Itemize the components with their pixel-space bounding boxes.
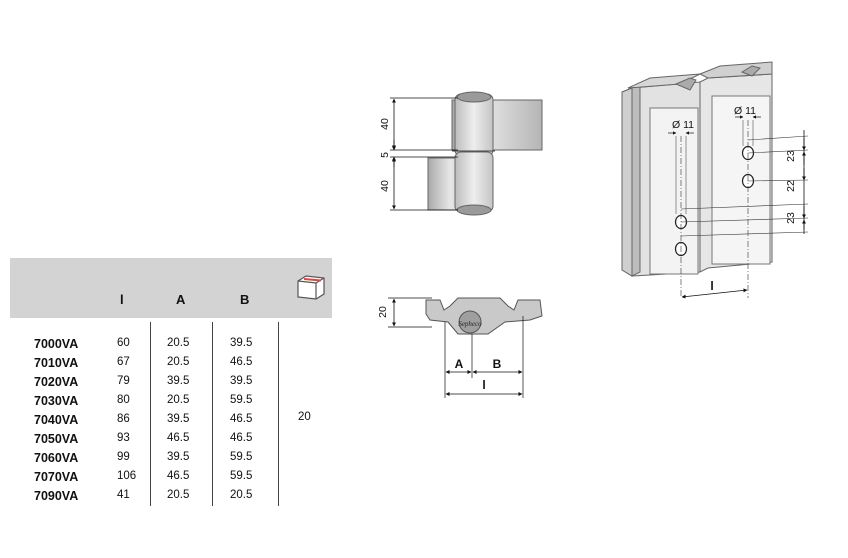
cell-l: 86	[117, 413, 130, 425]
cell-a: 39.5	[167, 413, 190, 425]
header-l: l	[120, 292, 124, 307]
product-code: 7090VA	[34, 489, 79, 503]
cell-l: 80	[117, 394, 130, 406]
cell-l: 99	[117, 451, 130, 463]
cell-b: 46.5	[230, 432, 253, 444]
cell-a: 20.5	[167, 356, 190, 368]
table-row: 7010VA 67 20.5 46.5	[10, 356, 332, 375]
dim-top: 40	[379, 118, 391, 130]
label-a: A	[455, 357, 464, 371]
label-l: l	[482, 378, 485, 392]
frame-profile-view: Ø 11 Ø 11 23 22 23 l	[621, 61, 809, 299]
cell-b: 46.5	[230, 413, 253, 425]
hole-left-diameter: Ø 11	[672, 119, 694, 131]
packaging-quantity: 20	[298, 411, 311, 423]
table-row: 7000VA 60 20.5 39.5	[10, 337, 332, 356]
product-code: 7000VA	[34, 337, 79, 351]
cell-l: 93	[117, 432, 130, 444]
header-a: A	[176, 292, 186, 307]
product-code: 7020VA	[34, 375, 79, 389]
hinge-front-view: 40 5 40	[379, 91, 543, 216]
product-code: 7060VA	[34, 451, 79, 465]
product-code: 7050VA	[34, 432, 79, 446]
cell-a: 39.5	[167, 375, 190, 387]
cell-l: 106	[117, 470, 137, 482]
cell-l: 67	[117, 356, 130, 368]
dim-23-bottom: 23	[785, 212, 797, 224]
table-row: 7060VA 99 39.5 59.5	[10, 451, 332, 470]
column-divider	[212, 322, 213, 506]
cell-a: 20.5	[167, 489, 190, 501]
table-row: 7050VA 93 46.5 46.5	[10, 432, 332, 451]
cell-b: 59.5	[230, 451, 253, 463]
box-icon	[297, 275, 325, 300]
table-row: 7090VA 41 20.5 20.5	[10, 489, 332, 508]
cell-a: 20.5	[167, 394, 190, 406]
table-row: 7030VA 80 20.5 59.5	[10, 394, 332, 413]
cell-a: 46.5	[167, 432, 190, 444]
cell-b: 46.5	[230, 356, 253, 368]
table-row: 7070VA 106 46.5 59.5	[10, 470, 332, 489]
product-code: 7010VA	[34, 356, 79, 370]
column-divider	[150, 322, 151, 506]
dim-gap: 5	[379, 152, 391, 158]
hinge-top-view: Sepheco 20 A B l	[377, 297, 543, 398]
table-row: 7040VA 86 39.5 46.5	[10, 413, 332, 432]
product-code: 7040VA	[34, 413, 79, 427]
cell-a: 20.5	[167, 337, 190, 349]
table-header: l A B	[10, 258, 332, 318]
label-b: B	[493, 357, 502, 371]
cell-b: 59.5	[230, 394, 253, 406]
product-code: 7070VA	[34, 470, 79, 484]
column-divider	[278, 322, 279, 506]
table-row: 7020VA 79 39.5 39.5	[10, 375, 332, 394]
dim-23-top: 23	[785, 150, 797, 162]
cell-l: 60	[117, 337, 130, 349]
header-b: B	[240, 292, 250, 307]
cell-l: 79	[117, 375, 130, 387]
dim-bottom: 40	[379, 180, 391, 192]
cell-b: 39.5	[230, 337, 253, 349]
dim-l: l	[710, 279, 713, 293]
brand-mark: Sepheco	[458, 320, 482, 328]
cell-l: 41	[117, 489, 130, 501]
cell-b: 39.5	[230, 375, 253, 387]
cell-b: 20.5	[230, 489, 253, 501]
dim-22: 22	[785, 180, 797, 192]
cell-a: 46.5	[167, 470, 190, 482]
dim-height: 20	[377, 306, 389, 318]
cell-b: 59.5	[230, 470, 253, 482]
product-code: 7030VA	[34, 394, 79, 408]
cell-a: 39.5	[167, 451, 190, 463]
hole-right-diameter: Ø 11	[734, 105, 756, 117]
